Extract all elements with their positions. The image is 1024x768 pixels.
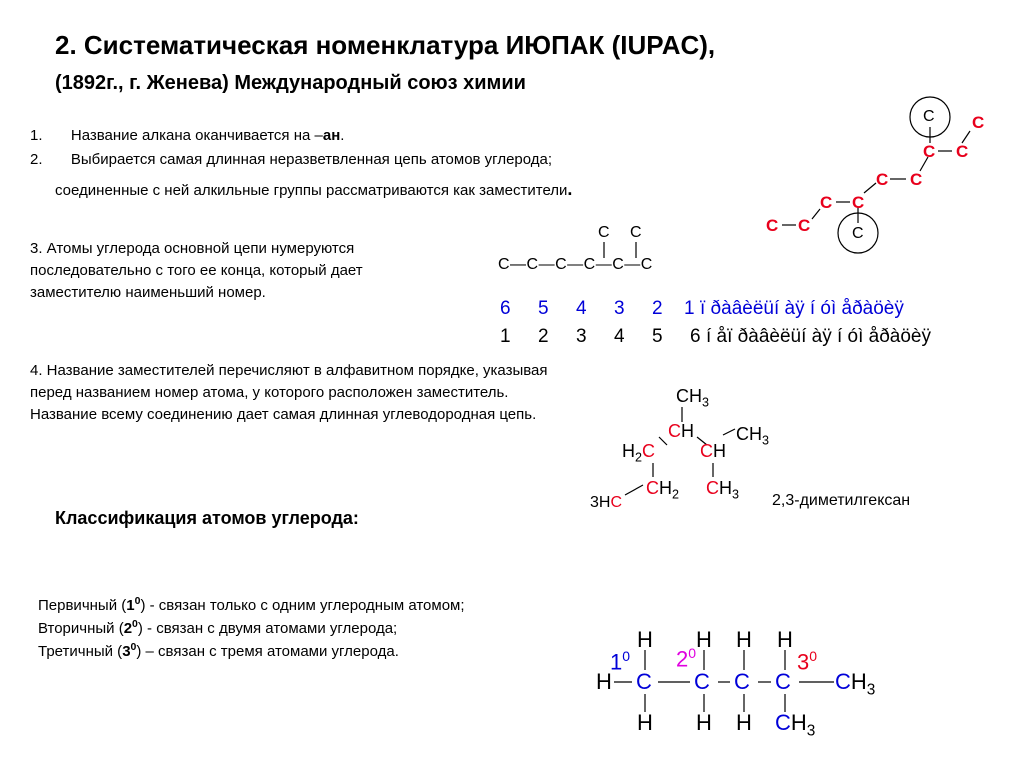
- struct3-ch3-bottom: CH3: [775, 710, 816, 740]
- struct2-ch3-bottom: CH3: [706, 478, 740, 502]
- num-black-4: 4: [614, 326, 625, 347]
- rule-2-num: 2.: [30, 151, 43, 168]
- atom-c-4: C: [876, 170, 889, 189]
- struct3-label-primary: 10: [610, 648, 631, 675]
- num-blue-6: 6: [500, 298, 511, 319]
- atom-c-bottom-circled: C: [852, 225, 864, 242]
- atom-c-9: C: [798, 216, 811, 235]
- struct2-ch3-top: CH3: [676, 386, 710, 410]
- num-blue-5: 5: [538, 298, 549, 319]
- struct3-h-left: H: [596, 669, 612, 694]
- struct3-h-bottom-2: H: [696, 710, 712, 735]
- num-blue-1: 1: [684, 298, 695, 319]
- rule-2-dot: .: [567, 179, 573, 199]
- atom-c-top-circled: C: [923, 108, 935, 125]
- struct3-h-bottom-3: H: [736, 710, 752, 735]
- branched-chain-diagram: [782, 96, 971, 254]
- struct3-h-top-3: H: [736, 627, 752, 652]
- atom-c-2: C: [923, 142, 936, 161]
- struct3-h-top-4: H: [777, 627, 793, 652]
- struct1-sub-c2: C: [630, 224, 642, 241]
- struct2-bonds: [624, 407, 736, 496]
- struct2-h2c: H2C: [622, 441, 656, 465]
- num-blue-3: 3: [614, 298, 625, 319]
- num-black-2: 2: [538, 326, 549, 347]
- rule-1-text: Название алкана оканчивается на –: [70, 127, 323, 144]
- struct3-c-3: C: [734, 669, 750, 694]
- struct3-h-top-1: H: [637, 627, 653, 652]
- num-black-3: 3: [576, 326, 587, 347]
- atom-c-5: C: [910, 170, 923, 189]
- struct2-name: 2,3-диметилгексан: [772, 492, 911, 509]
- page-subtitle: (1892г., г. Женева) Международный союз х…: [55, 72, 526, 94]
- struct3-h-bottom-1: H: [637, 710, 653, 735]
- struct3-bonds: [614, 650, 834, 712]
- num-black-1: 1: [500, 326, 511, 347]
- atom-c-1: C: [972, 113, 985, 132]
- struct3-c-4: C: [775, 669, 791, 694]
- struct2-ch3-right: CH3: [736, 424, 770, 448]
- struct1-sub-c1: C: [598, 224, 610, 241]
- rule-1-end: .: [340, 127, 345, 144]
- rule-2-continuation: соединенные с ней алкильные группы рассм…: [55, 178, 572, 202]
- atom-c-3: C: [956, 142, 969, 161]
- struct3-label-secondary: 20: [676, 645, 697, 672]
- num-blue-2: 2: [652, 298, 663, 319]
- struct3-h-top-2: H: [696, 627, 712, 652]
- classification-title: Классификация атомов углерода:: [55, 508, 359, 528]
- atom-c-6: C: [820, 193, 833, 212]
- class-primary: Первичный (10) - связан только с одним у…: [38, 595, 465, 614]
- rule-3: 3. Атомы углерода основной цепи нумеруют…: [30, 240, 363, 301]
- rule-1-num: 1.: [30, 127, 43, 144]
- num-black-6: 6: [690, 326, 701, 347]
- struct2-ch-right: CH: [700, 441, 726, 461]
- struct2-ch: CH: [668, 421, 694, 441]
- rule-2-text: Выбирается самая длинная неразветвленная…: [70, 151, 553, 168]
- struct3-c-2: C: [694, 669, 710, 694]
- struct3-ch3-right: CH3: [835, 669, 876, 699]
- struct3-label-tertiary: 30: [797, 648, 818, 675]
- atom-c-8: C: [766, 216, 779, 235]
- class-tertiary: Третичный (30) – связан с тремя атомами …: [38, 641, 399, 660]
- rule-2-cont-text: соединенные с ней алкильные группы рассм…: [55, 182, 568, 199]
- struct1-bonds: [603, 242, 637, 258]
- num-black-5: 5: [652, 326, 663, 347]
- rule-1: 1. Название алкана оканчивается на –ан.: [30, 125, 344, 147]
- numbering-correct-label: ï ðàâèëüí àÿ í óì åðàöèÿ: [700, 298, 904, 319]
- numbering-incorrect-label: í åï ðàâèëüí àÿ í óì åðàöèÿ: [706, 326, 932, 347]
- page-title: 2. Систематическая номенклатура ИЮПАК (I…: [55, 30, 716, 60]
- struct2-ch2: CH2: [646, 478, 680, 502]
- struct3-c-1: C: [636, 669, 652, 694]
- class-secondary: Вторичный (20) - связан с двумя атомами …: [38, 618, 398, 637]
- num-blue-4: 4: [576, 298, 587, 319]
- struct1-chain: C—C—C—C—C—C: [498, 256, 653, 273]
- rule-4: 4. Название заместителей перечисляют в а…: [30, 362, 548, 423]
- rule-2: 2. Выбирается самая длинная неразветвлен…: [30, 149, 552, 171]
- struct2-h3c: 3HC: [590, 494, 623, 511]
- atom-c-7: C: [852, 193, 865, 212]
- rule-1-bold: ан: [322, 127, 341, 144]
